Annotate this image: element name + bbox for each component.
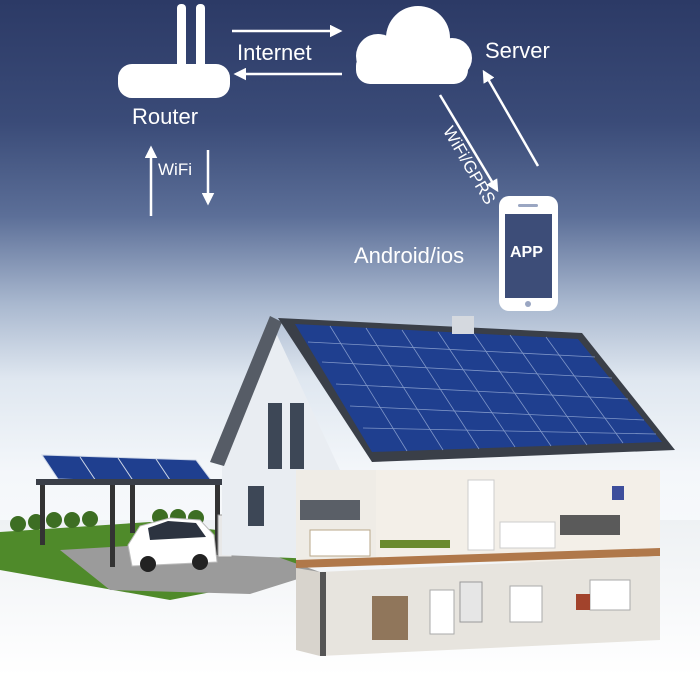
- hedge: [10, 509, 204, 532]
- electric-car-image: [127, 517, 218, 572]
- app-label: APP: [510, 244, 543, 261]
- solar-house-image: [210, 316, 675, 656]
- router-icon: [118, 4, 230, 98]
- router-label: Router: [132, 104, 199, 129]
- cloud-server-icon: [356, 6, 472, 84]
- android-ios-label: Android/ios: [354, 243, 465, 268]
- gprs-arrow-down: [438, 94, 499, 193]
- smartphone-icon: [499, 196, 558, 311]
- wifi-label: WiFi: [158, 160, 192, 179]
- server-label: Server: [485, 38, 550, 63]
- internet-label: Internet: [237, 40, 312, 65]
- gprs-arrow-up: [482, 69, 540, 167]
